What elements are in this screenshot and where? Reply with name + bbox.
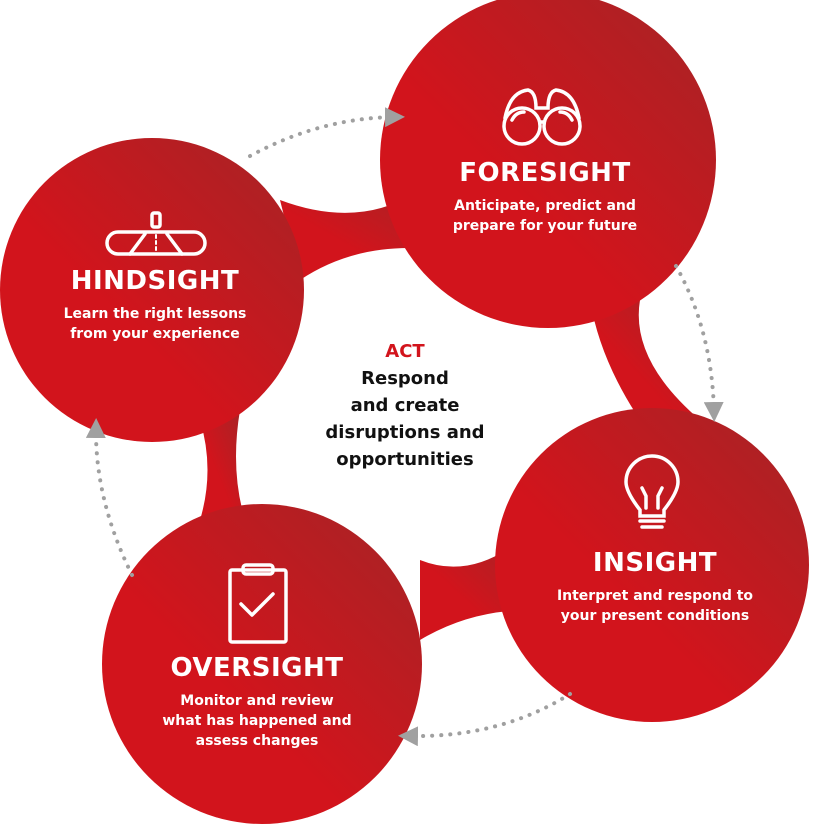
- stage-description: Learn the right lessons from your experi…: [10, 304, 300, 344]
- cycle-arrow: [674, 264, 724, 422]
- stage-title: OVERSIGHT: [170, 653, 344, 683]
- blob-shape: [0, 0, 809, 824]
- center-act-text: ACT Respond and create disruptions and o…: [290, 338, 520, 473]
- stage-foresight: FORESIGHT Anticipate, predict and prepar…: [400, 158, 690, 236]
- stage-description: Interpret and respond to your present co…: [510, 586, 800, 626]
- center-line: and create: [350, 395, 460, 416]
- description-line: your present conditions: [560, 608, 750, 624]
- stage-description: Anticipate, predict and prepare for your…: [400, 196, 690, 236]
- stage-title: FORESIGHT: [459, 158, 631, 188]
- center-line: disruptions and: [325, 422, 485, 443]
- cycle-arrow: [85, 418, 134, 577]
- rearview-mirror-icon: [105, 211, 207, 256]
- binoculars-icon: [502, 88, 582, 146]
- description-line: Monitor and review: [180, 693, 334, 709]
- stage-hindsight: HINDSIGHT Learn the right lessons from y…: [10, 266, 300, 344]
- center-line: Respond: [361, 368, 449, 389]
- description-line: what has happened and: [162, 713, 352, 729]
- lightbulb-icon: [624, 454, 680, 529]
- stage-description: Monitor and review what has happened and…: [112, 691, 402, 751]
- act-label: ACT: [385, 341, 425, 362]
- stage-insight: INSIGHT Interpret and respond to your pr…: [510, 548, 800, 626]
- description-line: prepare for your future: [452, 218, 638, 234]
- stage-oversight: OVERSIGHT Monitor and review what has ha…: [112, 653, 402, 751]
- description-line: assess changes: [195, 733, 319, 749]
- clipboard-check-icon: [228, 563, 288, 644]
- stage-title: HINDSIGHT: [70, 266, 240, 296]
- cycle-arrow: [398, 692, 572, 747]
- description-line: Learn the right lessons: [63, 306, 247, 322]
- center-line: opportunities: [336, 449, 474, 470]
- stage-title: INSIGHT: [592, 548, 718, 578]
- cycle-arrow: [248, 107, 405, 158]
- description-line: from your experience: [70, 326, 240, 342]
- description-line: Anticipate, predict and: [454, 198, 636, 214]
- description-line: Interpret and respond to: [556, 588, 754, 604]
